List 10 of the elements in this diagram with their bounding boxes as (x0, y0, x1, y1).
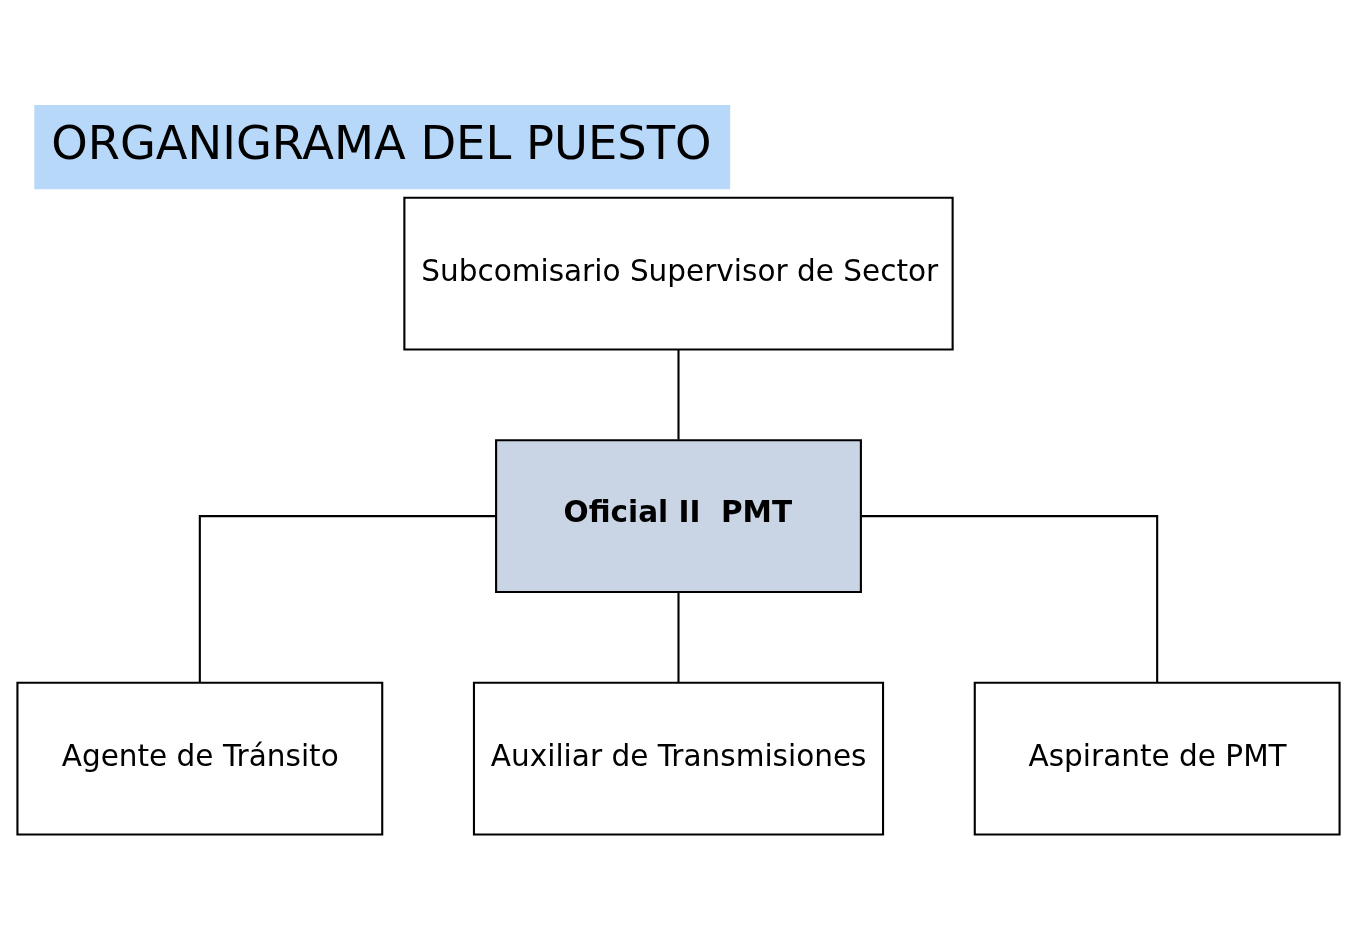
connector (676, 349, 680, 439)
connector (861, 514, 1158, 683)
node-box: Agente de Tránsito (15, 681, 383, 836)
connector (198, 514, 495, 683)
node-box: Oficial II PMT (494, 438, 862, 593)
diagram-title: ORGANIGRAMA DEL PUESTO (50, 115, 711, 170)
node-box: Subcomisario Supervisor de Sector (402, 196, 954, 351)
node-box: Aspirante de PMT (973, 681, 1341, 836)
node-box: Auxiliar de Transmisiones (472, 681, 884, 836)
connector (676, 591, 680, 682)
